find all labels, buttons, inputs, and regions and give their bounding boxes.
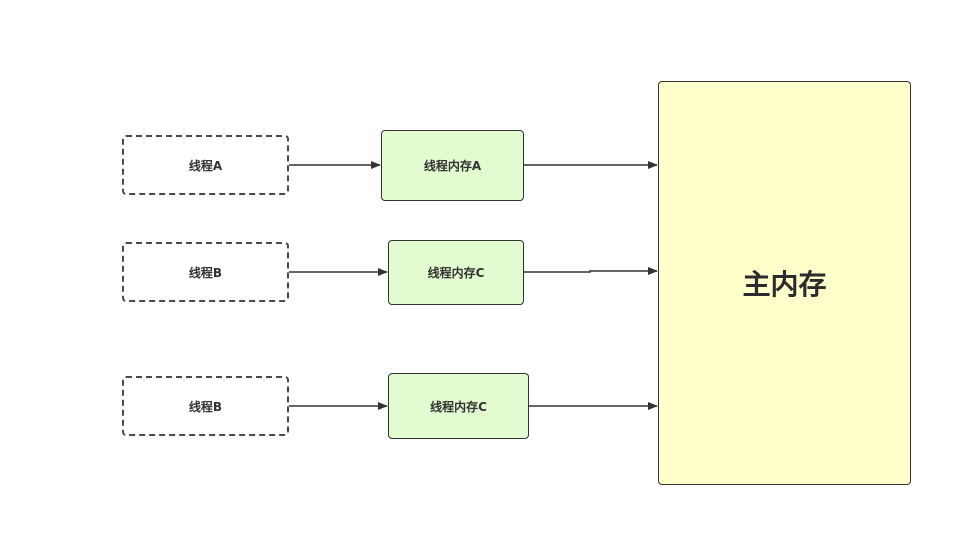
thread-b-box: 线程B <box>122 242 289 302</box>
thread-a-label: 线程A <box>188 158 223 173</box>
thread-memory-c-box: 线程内存C <box>388 240 524 305</box>
main-memory-label: 主内存 <box>742 268 827 301</box>
thread-b2-box: 线程B <box>122 376 289 436</box>
thread-a-box: 线程A <box>122 135 289 195</box>
thread-b2-label: 线程B <box>188 399 223 414</box>
thread-b-label: 线程B <box>188 265 223 280</box>
thread-memory-a-label: 线程内存A <box>423 159 482 173</box>
thread-memory-c-label: 线程内存C <box>427 266 485 280</box>
thread-memory-c2-box: 线程内存C <box>388 373 529 439</box>
arrow-memory-c-to-main <box>523 267 658 275</box>
thread-memory-c2-label: 线程内存C <box>430 399 487 414</box>
main-memory-box: 主内存 <box>658 81 911 485</box>
thread-memory-a-box: 线程内存A <box>381 130 524 201</box>
